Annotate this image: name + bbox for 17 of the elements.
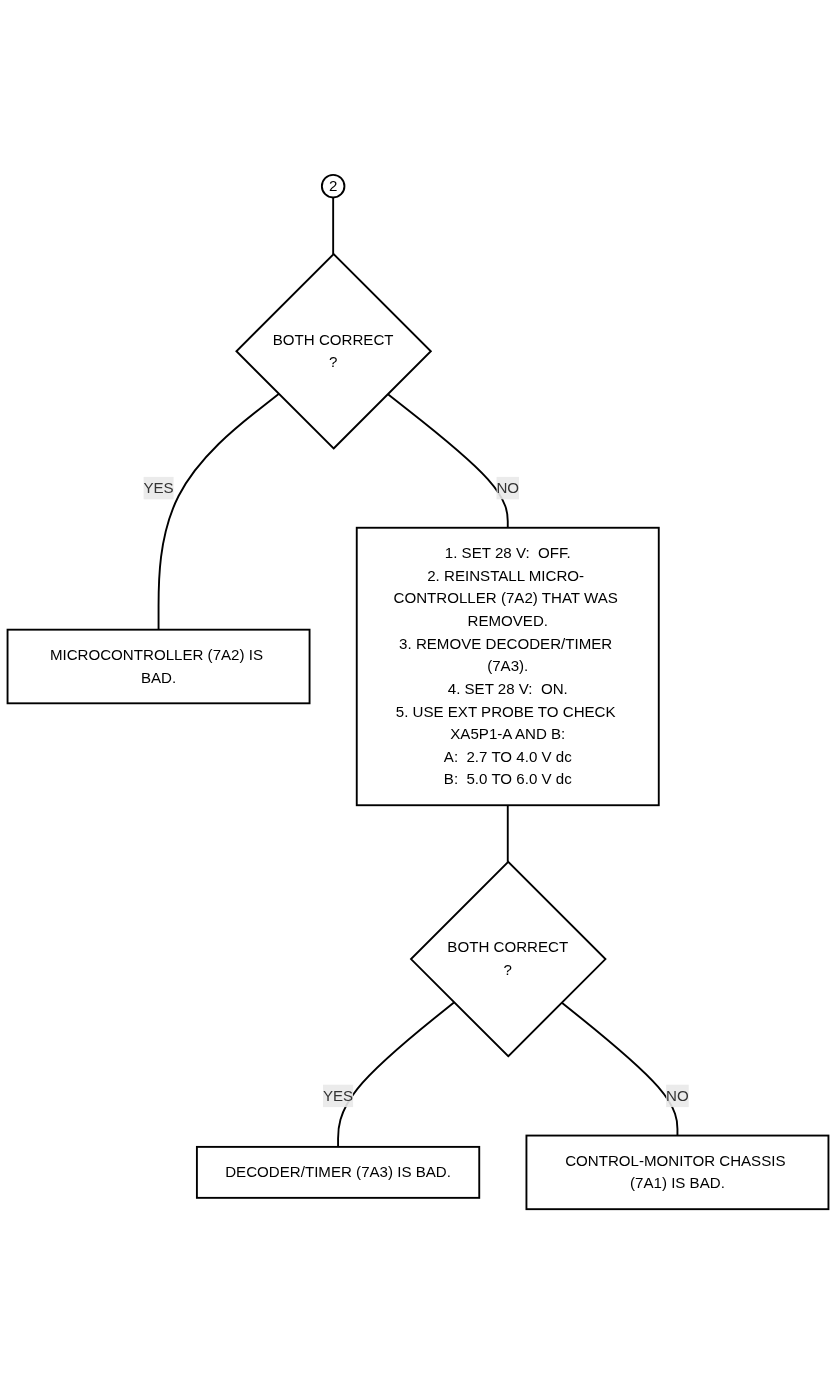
connector: [560, 1001, 679, 1137]
node-diamond: BOTH CORRECT ?: [409, 860, 607, 1058]
node-box: DECODER/TIMER (7A3) IS BAD.: [195, 1145, 481, 1199]
node-box: 1. SET 28 V: OFF. 2. REINSTALL MICRO- CONTROLLER (7A2) THAT WAS REMOVED. 3. REMOVE DECODER/TIMER (7A3). 4. SET 28 V: ON. 5. USE EXT PROBE TO CHECK XA5P1-A AND B: A: 2.7 TO 4.0 V dc B: 5.0 TO 6.0 V dc: [355, 526, 660, 807]
connector: [506, 804, 509, 863]
edge-label: YES: [143, 479, 174, 496]
edge-label: NO: [666, 1087, 689, 1104]
node-circle: 2: [320, 173, 346, 199]
connector: [332, 196, 335, 255]
connector: [157, 393, 280, 631]
edge-label: NO: [496, 479, 520, 496]
node-box: MICROCONTROLLER (7A2) IS BAD.: [6, 628, 311, 705]
edge-label: YES: [322, 1087, 354, 1104]
node-diamond: BOTH CORRECT ?: [235, 252, 433, 450]
node-box: CONTROL-MONITOR CHASSIS (7A1) IS BAD.: [525, 1134, 830, 1211]
connector: [386, 393, 509, 529]
connector: [337, 1001, 455, 1148]
